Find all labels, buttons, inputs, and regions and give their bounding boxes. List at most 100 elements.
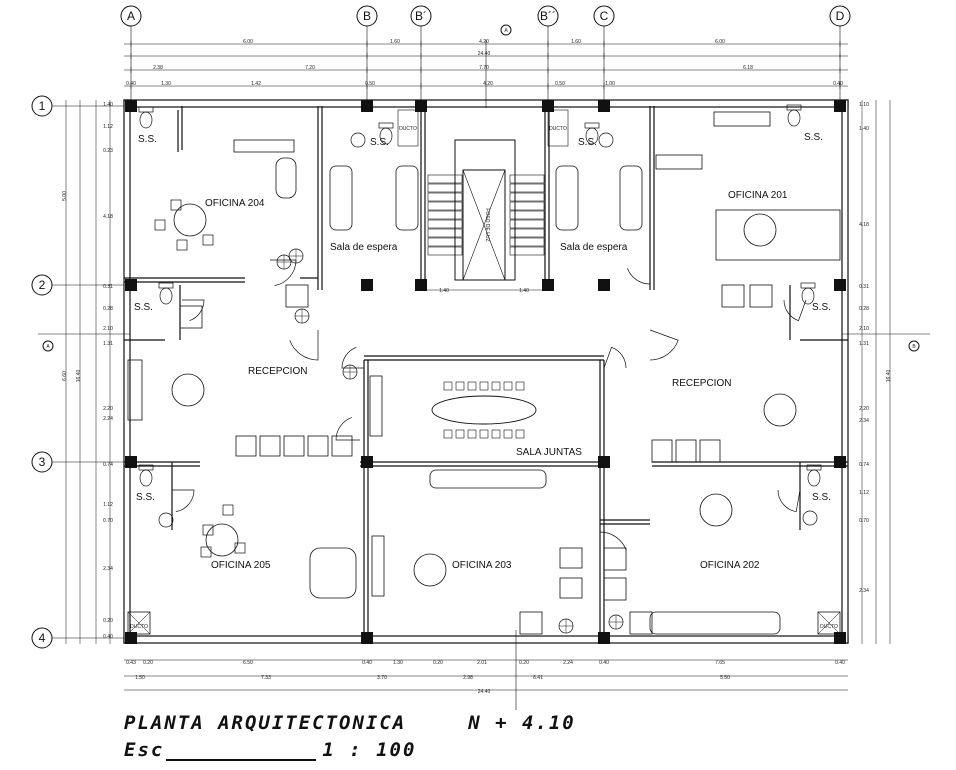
duct-shaft [547, 109, 569, 147]
structural-column [542, 279, 554, 291]
scale-value: 1 : 100 [322, 739, 417, 761]
door-swing [783, 299, 807, 322]
section-marker [42, 340, 54, 352]
stair-dimension: 1.40 [519, 288, 529, 294]
stair-step [427, 183, 463, 193]
dimension-bottom-row1: 6.50 [243, 660, 253, 666]
stair-step [509, 228, 545, 238]
stair-step [509, 183, 545, 193]
office-chair [202, 524, 214, 536]
conference-chair [443, 381, 453, 391]
dimension-right-inner: 0.74 [859, 462, 869, 468]
dimension-right-inner: 0.70 [859, 518, 869, 524]
stair-step [427, 201, 463, 211]
dimension-top-row3: 6.18 [743, 65, 753, 71]
duct-label: DUCTO [820, 624, 838, 630]
conference-chair [479, 429, 489, 439]
stair-step [427, 237, 463, 247]
dimension-top-row4: 1.00 [605, 81, 615, 87]
elevator-cross [462, 169, 506, 281]
dimension-left-inner: 2.24 [103, 416, 113, 422]
dimension-left-inner: 0.31 [103, 284, 113, 290]
door-swing [649, 329, 679, 361]
section-marker [908, 340, 920, 352]
reception-desk [309, 547, 357, 599]
dimension-right-inner: 2.34 [859, 418, 869, 424]
scale-label: Esc [124, 739, 165, 761]
dimension-bottom-row2: 3.70 [377, 675, 387, 681]
toilet-fixture [807, 469, 821, 487]
dimension-right-outer: 16.40 [886, 370, 892, 383]
dimension-left-inner: 0.23 [103, 148, 113, 154]
dimension-top-row4: 4.20 [483, 81, 493, 87]
dimension-right-inner: 2.10 [859, 326, 869, 332]
grid-column-label-5: C [600, 9, 609, 23]
desk-shape [173, 203, 207, 237]
dimension-left-inner: 2.10 [103, 326, 113, 332]
dimension-left-inner: 0.70 [103, 518, 113, 524]
dimension-right-inner: 0.31 [859, 284, 869, 290]
dimension-top-row1: 6.00 [243, 39, 253, 45]
reception-chair [259, 435, 281, 457]
grid-column-label-6: D [836, 9, 845, 23]
stair-step [509, 237, 545, 247]
dimension-top-row1: 1.60 [571, 39, 581, 45]
room-label-oficina-202: OFICINA 202 [700, 560, 760, 571]
dimension-bottom-row1: 2.24 [563, 660, 573, 666]
dimension-top-row3: 2.38 [153, 65, 163, 71]
room-label-ss-8: S.S. [812, 492, 831, 503]
duct-cross [817, 611, 841, 635]
office-chair [170, 199, 182, 211]
dimension-left-inner: 1.12 [103, 502, 113, 508]
grid-column-label-2: B [363, 9, 371, 23]
conference-chair [455, 429, 465, 439]
dimension-right-inner: 1.10 [859, 102, 869, 108]
exterior-wall-right [841, 99, 849, 644]
dimension-left-inner: 2.34 [103, 566, 113, 572]
dimension-top-row1: 1.60 [390, 39, 400, 45]
door-swing [599, 531, 627, 560]
stair-dimension: 1.40 [439, 288, 449, 294]
section-marker-label: B [912, 344, 916, 350]
dimension-right-inner: 1.31 [859, 341, 869, 347]
grid-column-label-3: B´ [415, 9, 427, 23]
stair-step [509, 201, 545, 211]
dimension-bottom-row2: 5.50 [720, 675, 730, 681]
reception-chair [235, 435, 257, 457]
elevator-label: FOSO DE LUZ [484, 208, 490, 241]
conference-chair [479, 381, 489, 391]
dimension-left-outer: 16.40 [76, 370, 82, 383]
dimension-right-inner: 2.34 [859, 588, 869, 594]
stair-step [427, 174, 463, 184]
dimension-left-inner: 1.31 [103, 341, 113, 347]
office-chair [222, 504, 234, 516]
structural-column [361, 100, 373, 112]
dimension-bottom-row2: 6.41 [533, 675, 543, 681]
bench [429, 469, 547, 489]
chair [629, 611, 653, 635]
conference-chair [515, 429, 525, 439]
plan-linework [31, 5, 930, 710]
dimension-top-row1: 4.20 [479, 39, 489, 45]
dimension-bottom-row1: 0.20 [143, 660, 153, 666]
dimension-bottom-row1: 0.40 [362, 660, 372, 666]
room-label-ss-5: S.S. [134, 302, 153, 313]
duct-shaft [127, 611, 151, 635]
structural-column [598, 279, 610, 291]
toilet-tank [800, 282, 816, 289]
toilet-fixture [139, 469, 153, 487]
room-label-recepcion-right: RECEPCION [672, 378, 731, 389]
workstation [715, 209, 841, 261]
stair-step [427, 192, 463, 202]
chair [603, 577, 627, 601]
dimension-bottom-row2: 7.33 [261, 675, 271, 681]
exterior-wall-left [123, 99, 131, 644]
cabinet [713, 111, 771, 127]
section-marker-label: A [504, 28, 508, 34]
dimension-left-inner: 1.12 [103, 124, 113, 130]
sink-fixture [158, 512, 174, 528]
dimension-left-inner: 1.40 [103, 102, 113, 108]
plan-title-text: PLANTA ARQUITECTONICA [124, 712, 407, 734]
dimension-bottom-row1: 0.20 [519, 660, 529, 666]
chair [179, 305, 203, 329]
